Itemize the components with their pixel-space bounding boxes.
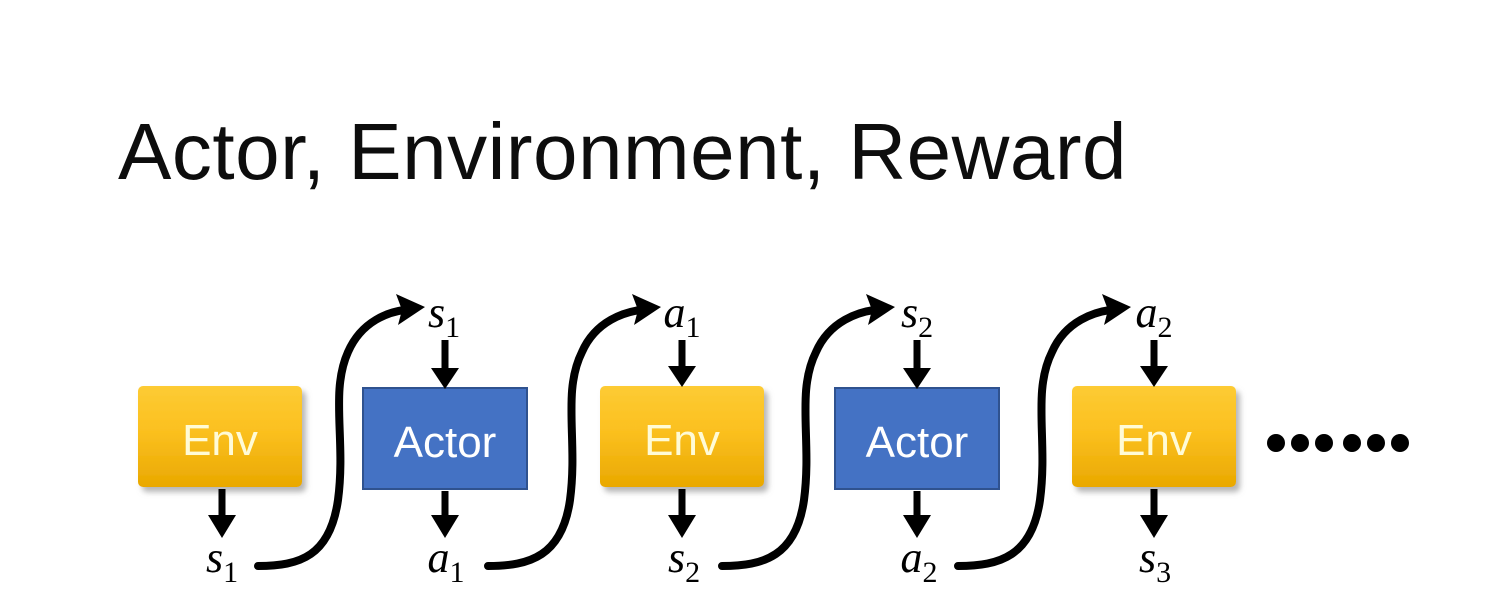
output-arrow-actor-2 xyxy=(903,491,931,538)
output-arrow-env-2 xyxy=(668,489,696,538)
arrow-head-icon xyxy=(668,515,696,538)
top-labels: s1 a1 s2 a2 xyxy=(428,288,1173,344)
arrow-head-icon xyxy=(396,294,425,325)
output-arrows xyxy=(208,489,1168,538)
output-arrow-env-3 xyxy=(1140,489,1168,538)
node-label-actor-1: Actor xyxy=(394,418,497,467)
node-env-3[interactable]: Env xyxy=(1072,386,1236,487)
feedback-curve-s1 xyxy=(254,294,425,570)
ellipsis-continuation xyxy=(1267,434,1409,452)
env-box-shape xyxy=(1072,386,1236,487)
page-title: Actor, Environment, Reward xyxy=(118,107,1127,196)
label-bottom-s3: s3 xyxy=(1139,533,1171,589)
ellipsis-dot xyxy=(1315,434,1333,452)
input-arrow-actor-1 xyxy=(431,340,459,389)
arrow-head-icon xyxy=(866,294,895,325)
arrow-head-icon xyxy=(431,368,459,389)
node-env-2[interactable]: Env xyxy=(600,386,764,487)
input-arrow-actor-2 xyxy=(903,340,931,389)
label-top-a2: a2 xyxy=(1136,288,1173,344)
label-top-s1: s1 xyxy=(428,288,460,344)
arrow-head-icon xyxy=(903,368,931,389)
node-label-actor-2: Actor xyxy=(866,418,969,467)
actor-box-shape xyxy=(834,387,1000,490)
arrow-head-icon xyxy=(632,294,661,325)
node-actor-1[interactable]: Actor xyxy=(362,387,528,490)
label-bottom-s2: s2 xyxy=(668,533,700,589)
feedback-curve-a2 xyxy=(954,294,1131,570)
input-arrow-env-3 xyxy=(1140,340,1168,387)
label-top-a1: a1 xyxy=(664,288,701,344)
arrow-head-icon xyxy=(903,515,931,538)
label-bottom-a1: a1 xyxy=(428,533,465,589)
arrow-head-icon xyxy=(208,515,236,538)
arrow-head-icon xyxy=(1102,294,1131,325)
node-label-env-1: Env xyxy=(182,416,258,465)
input-arrow-env-2 xyxy=(668,340,696,387)
node-actor-2[interactable]: Actor xyxy=(834,387,1000,490)
env-box-shape xyxy=(600,386,764,487)
arrow-head-icon xyxy=(1140,366,1168,387)
feedback-curves xyxy=(254,294,1131,570)
ellipsis-dot xyxy=(1291,434,1309,452)
ellipsis-dot xyxy=(1267,434,1285,452)
label-bottom-s1: s1 xyxy=(206,533,238,589)
feedback-curve-s2 xyxy=(718,294,895,570)
arrow-head-icon xyxy=(668,366,696,387)
label-top-s2: s2 xyxy=(901,288,933,344)
ellipsis-dot xyxy=(1367,434,1385,452)
actor-box-shape xyxy=(362,387,528,490)
ellipsis-dot xyxy=(1343,434,1361,452)
arrow-head-icon xyxy=(1140,515,1168,538)
input-arrows xyxy=(431,340,1168,389)
output-arrow-actor-1 xyxy=(431,491,459,538)
env-box-shape xyxy=(138,386,302,487)
feedback-curve-a1 xyxy=(484,294,661,570)
node-label-env-3: Env xyxy=(1116,416,1192,465)
bottom-labels: s1 a1 s2 a2 s3 xyxy=(206,533,1171,589)
arrow-head-icon xyxy=(431,515,459,538)
output-arrow-env-1 xyxy=(208,489,236,538)
label-bottom-a2: a2 xyxy=(901,533,938,589)
node-env-1[interactable]: Env xyxy=(138,386,302,487)
ellipsis-dot xyxy=(1391,434,1409,452)
node-label-env-2: Env xyxy=(644,416,720,465)
